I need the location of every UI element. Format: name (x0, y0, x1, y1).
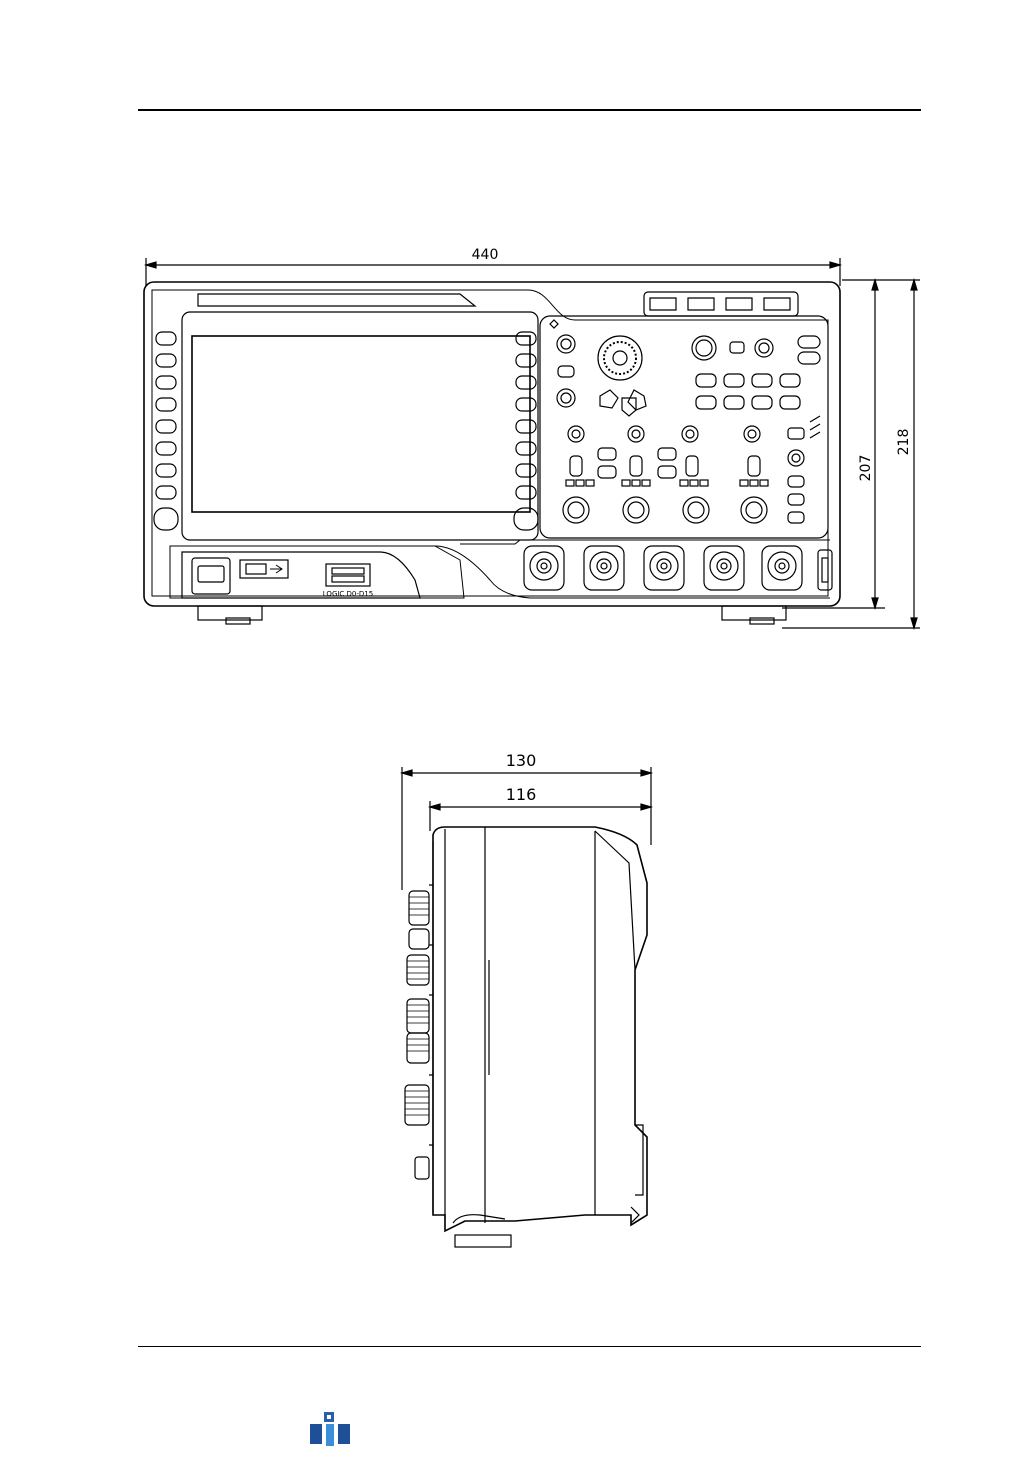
side-connectors (405, 885, 433, 1179)
width-label: 440 (472, 247, 499, 263)
power-button (198, 566, 224, 582)
body-depth-label: 116 (506, 785, 537, 804)
right-side-buttons (788, 416, 820, 523)
width-dimension: 440 (146, 247, 840, 286)
total-depth-label: 130 (506, 751, 537, 770)
feet (198, 606, 786, 624)
right-softkeys (514, 332, 538, 530)
instrument-side-profile (433, 827, 647, 1247)
multifunction-knob (598, 336, 646, 416)
total-height-label: 218 (896, 429, 912, 456)
bnc-connectors (524, 546, 802, 590)
logic-port-label: LOGIC D0-D15 (323, 590, 373, 598)
run-control-buttons (692, 336, 820, 409)
top-function-buttons (644, 292, 798, 316)
left-softkeys (154, 332, 178, 530)
side-view-drawing: 130 116 (385, 745, 675, 1255)
knob-column-left (557, 335, 575, 407)
body-height-label: 207 (858, 455, 874, 482)
depth-dimensions: 130 116 (402, 751, 651, 890)
footer-rule (138, 1346, 921, 1347)
front-view-drawing: 440 207 218 (130, 240, 930, 640)
publisher-logo (308, 1412, 352, 1448)
channel-controls (563, 426, 768, 523)
logic-analyzer-port (326, 564, 370, 586)
display-screen (192, 336, 530, 512)
header-rule (138, 109, 921, 111)
